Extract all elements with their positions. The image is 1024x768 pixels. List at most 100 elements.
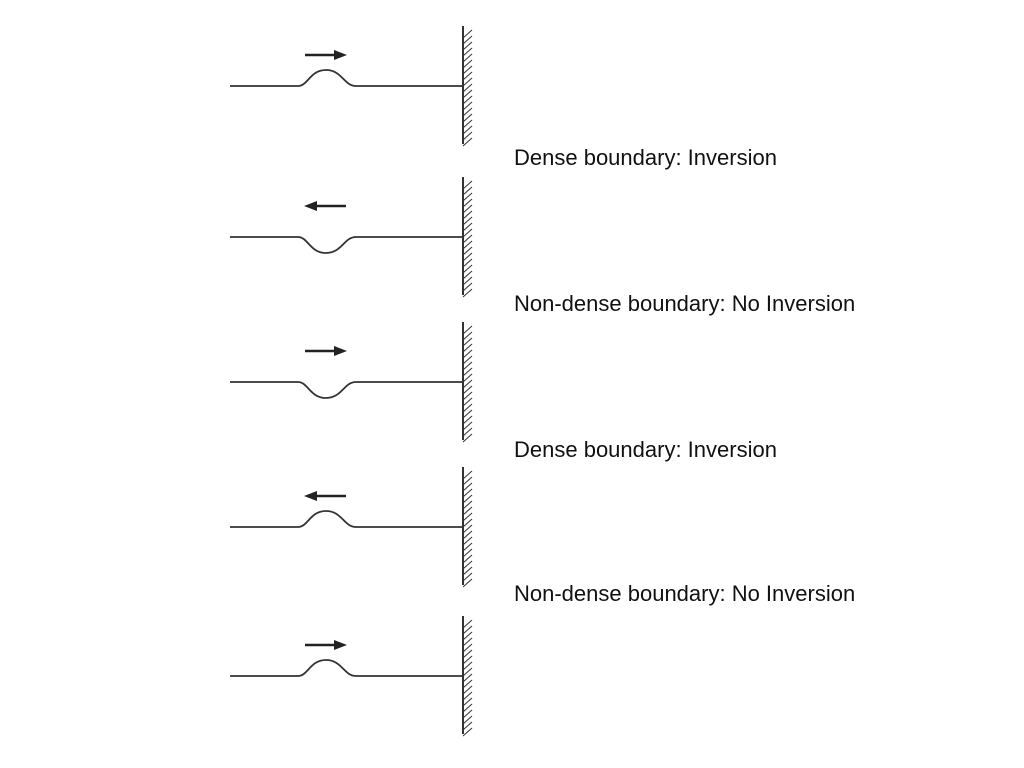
hatch-mark bbox=[462, 488, 473, 498]
hatch-mark bbox=[462, 331, 473, 341]
hatch-mark bbox=[462, 29, 473, 39]
hatch-mark bbox=[462, 524, 473, 534]
hatch-mark bbox=[462, 566, 473, 576]
hatch-mark bbox=[462, 427, 473, 437]
transition-label-4: Non-dense boundary: No Inversion bbox=[514, 581, 856, 606]
rope-with-pulse bbox=[230, 381, 463, 399]
hatch-mark bbox=[462, 637, 473, 647]
transition-label-3: Dense boundary: Inversion bbox=[514, 437, 777, 462]
hatch-mark bbox=[462, 216, 473, 226]
hatch-mark bbox=[462, 715, 473, 725]
arrow-right-icon bbox=[305, 346, 347, 356]
arrow-head bbox=[304, 491, 317, 501]
hatch-mark bbox=[462, 721, 473, 731]
hatch-mark bbox=[462, 673, 473, 683]
hatch-mark bbox=[462, 397, 473, 407]
hatch-mark bbox=[462, 252, 473, 262]
hatch-mark bbox=[462, 679, 473, 689]
hatch-mark bbox=[462, 667, 473, 677]
hatch-mark bbox=[462, 288, 473, 298]
arrow-right-icon bbox=[305, 50, 347, 60]
hatch-mark bbox=[462, 542, 473, 552]
wall-hatching bbox=[462, 180, 473, 298]
hatch-mark bbox=[462, 409, 473, 419]
hatch-mark bbox=[462, 276, 473, 286]
hatch-mark bbox=[462, 578, 473, 588]
hatch-mark bbox=[462, 180, 473, 190]
hatch-mark bbox=[462, 625, 473, 635]
hatch-mark bbox=[462, 246, 473, 256]
wall-hatching bbox=[462, 29, 473, 147]
hatch-mark bbox=[462, 270, 473, 280]
hatch-mark bbox=[462, 47, 473, 57]
hatch-mark bbox=[462, 71, 473, 81]
hatch-mark bbox=[462, 222, 473, 232]
hatch-mark bbox=[462, 385, 473, 395]
hatch-mark bbox=[462, 554, 473, 564]
rope-with-pulse bbox=[230, 659, 463, 677]
rope-panel-3 bbox=[230, 322, 473, 443]
hatch-mark bbox=[462, 361, 473, 371]
hatch-mark bbox=[462, 560, 473, 570]
hatch-mark bbox=[462, 125, 473, 135]
hatch-mark bbox=[462, 530, 473, 540]
hatch-mark bbox=[462, 349, 473, 359]
hatch-mark bbox=[462, 691, 473, 701]
hatch-mark bbox=[462, 697, 473, 707]
hatch-mark bbox=[462, 373, 473, 383]
hatch-mark bbox=[462, 95, 473, 105]
hatch-mark bbox=[462, 337, 473, 347]
hatch-mark bbox=[462, 53, 473, 63]
hatch-mark bbox=[462, 709, 473, 719]
hatch-mark bbox=[462, 59, 473, 69]
hatch-mark bbox=[462, 325, 473, 335]
rope-panel-4 bbox=[230, 467, 473, 588]
rope-with-pulse bbox=[230, 510, 463, 528]
hatch-mark bbox=[462, 186, 473, 196]
hatch-mark bbox=[462, 89, 473, 99]
hatch-mark bbox=[462, 631, 473, 641]
hatch-mark bbox=[462, 649, 473, 659]
hatch-mark bbox=[462, 536, 473, 546]
hatch-mark bbox=[462, 643, 473, 653]
arrow-head bbox=[334, 346, 347, 356]
hatch-mark bbox=[462, 192, 473, 202]
arrow-head bbox=[304, 201, 317, 211]
hatch-mark bbox=[462, 655, 473, 665]
hatch-mark bbox=[462, 500, 473, 510]
hatch-mark bbox=[462, 83, 473, 93]
hatch-mark bbox=[462, 482, 473, 492]
hatch-mark bbox=[462, 433, 473, 443]
arrow-left-icon bbox=[304, 491, 346, 501]
hatch-mark bbox=[462, 727, 473, 737]
wall-hatching bbox=[462, 470, 473, 588]
hatch-mark bbox=[462, 367, 473, 377]
hatch-mark bbox=[462, 415, 473, 425]
hatch-mark bbox=[462, 421, 473, 431]
hatch-mark bbox=[462, 240, 473, 250]
hatch-mark bbox=[462, 494, 473, 504]
hatch-mark bbox=[462, 685, 473, 695]
hatch-mark bbox=[462, 403, 473, 413]
hatch-mark bbox=[462, 548, 473, 558]
hatch-mark bbox=[462, 204, 473, 214]
hatch-mark bbox=[462, 258, 473, 268]
transition-label-2: Non-dense boundary: No Inversion bbox=[514, 291, 856, 316]
hatch-mark bbox=[462, 119, 473, 129]
arrow-right-icon bbox=[305, 640, 347, 650]
wall-hatching bbox=[462, 619, 473, 737]
hatch-mark bbox=[462, 518, 473, 528]
hatch-mark bbox=[462, 391, 473, 401]
hatch-mark bbox=[462, 234, 473, 244]
hatch-mark bbox=[462, 512, 473, 522]
transition-label-1: Dense boundary: Inversion bbox=[514, 145, 777, 170]
hatch-mark bbox=[462, 661, 473, 671]
hatch-mark bbox=[462, 107, 473, 117]
hatch-mark bbox=[462, 137, 473, 147]
hatch-mark bbox=[462, 113, 473, 123]
hatch-mark bbox=[462, 282, 473, 292]
hatch-mark bbox=[462, 506, 473, 516]
hatch-mark bbox=[462, 343, 473, 353]
hatch-mark bbox=[462, 77, 473, 87]
